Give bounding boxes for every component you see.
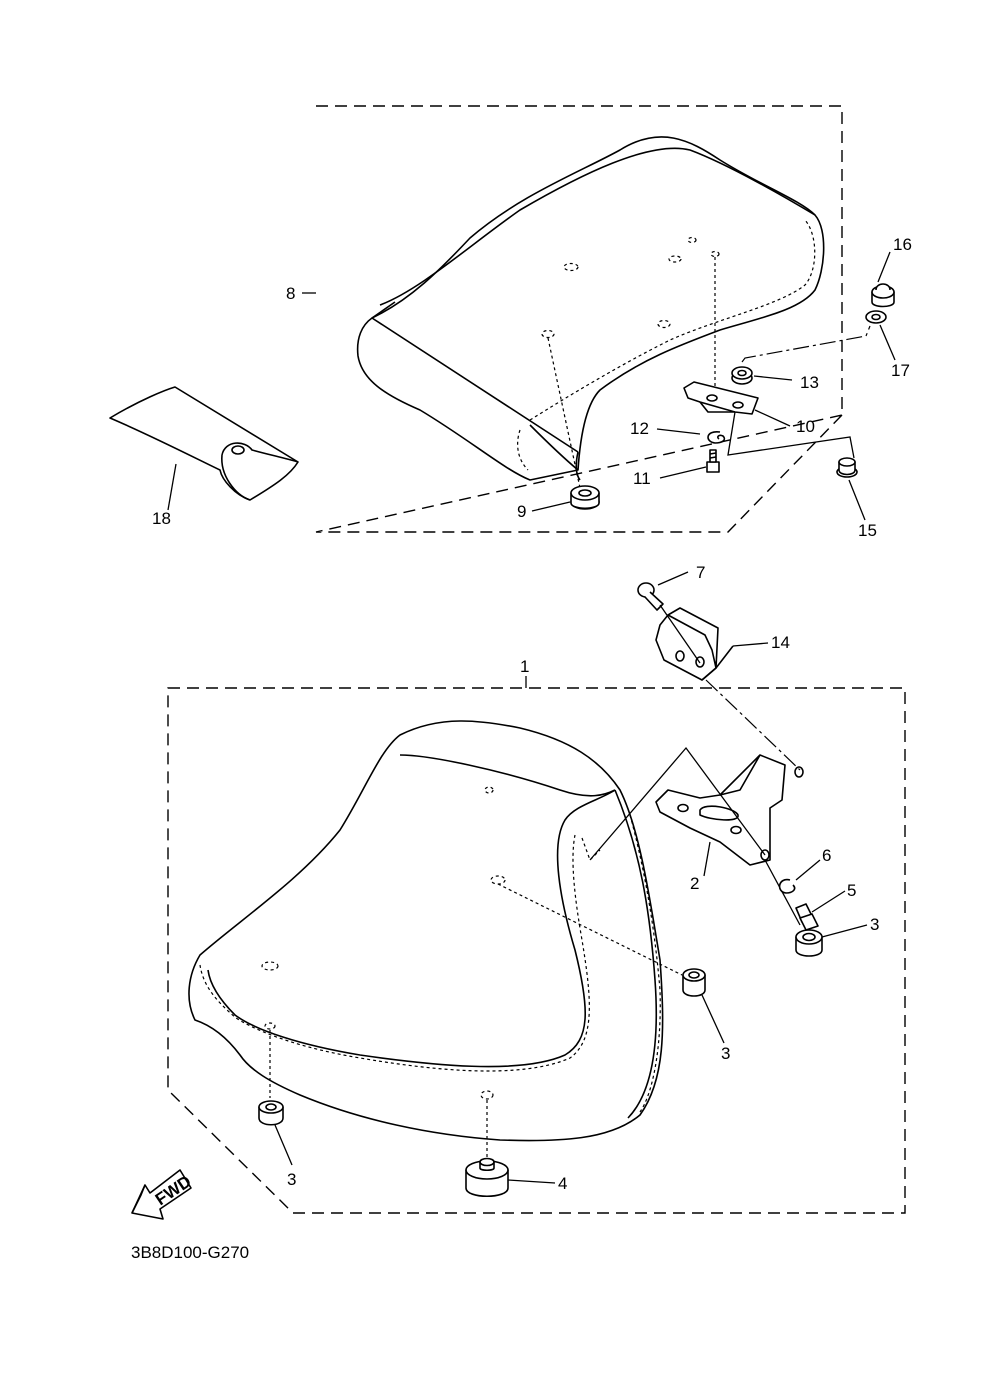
front-seat-damper-left — [258, 1100, 284, 1126]
seat-cover — [109, 386, 299, 501]
rear-seat-bracket — [683, 381, 759, 415]
rear-seat-clip — [707, 431, 726, 444]
callout-10: 10 — [796, 417, 815, 436]
front-seat-bracket — [655, 754, 804, 866]
callout-3-left: 3 — [287, 1170, 296, 1189]
front-seat-damper-bracket — [795, 929, 823, 957]
callout-17: 17 — [891, 361, 910, 380]
rear-seat-bolt — [706, 449, 720, 473]
leader-lines — [167, 251, 896, 1184]
callout-1: 1 — [520, 657, 529, 676]
front-seat-cushion — [188, 720, 683, 1160]
front-seat-damper-large — [465, 1157, 509, 1198]
bracket-14 — [655, 607, 734, 681]
callout-9: 9 — [517, 502, 526, 521]
diagram-code: 3B8D100-G270 — [131, 1243, 249, 1262]
callout-3-right: 3 — [721, 1044, 730, 1063]
bracket-center-line — [589, 746, 766, 861]
callout-2: 2 — [690, 874, 699, 893]
rear-seat-group — [315, 105, 845, 533]
callout-4: 4 — [558, 1174, 567, 1193]
front-seat-bolt — [795, 903, 819, 931]
rear-seat-cushion — [356, 136, 825, 489]
callout-6: 6 — [822, 846, 831, 865]
callout-3-bracket: 3 — [870, 915, 879, 934]
rear-seat-group-box — [315, 105, 845, 533]
callout-5: 5 — [847, 881, 856, 900]
callout-16: 16 — [893, 235, 912, 254]
screw-7-line — [659, 604, 701, 664]
rear-seat-damper — [570, 485, 600, 510]
callout-11: 11 — [633, 469, 651, 488]
front-seat-group — [167, 679, 906, 1214]
nut-16 — [871, 283, 895, 308]
center-line-rear-lower — [727, 411, 855, 459]
callout-12: 12 — [630, 419, 649, 438]
front-seat-group-box — [167, 687, 906, 1214]
callout-14: 14 — [771, 633, 790, 652]
screw-7 — [637, 582, 664, 611]
washer-17 — [865, 310, 887, 324]
callout-labels: 16 17 13 10 12 11 9 15 8 18 7 14 1 6 5 3… — [152, 235, 912, 1193]
callout-13: 13 — [800, 373, 819, 392]
front-seat-clip — [778, 878, 796, 894]
front-seat-damper-right — [682, 968, 706, 997]
callout-18: 18 — [152, 509, 171, 528]
nut-15 — [836, 457, 858, 478]
bracket-mount-line — [705, 679, 801, 771]
center-line-rear-upper — [741, 325, 871, 363]
rear-seat-grommet — [731, 366, 753, 385]
forward-direction-icon: FWD — [131, 1169, 195, 1220]
callout-15: 15 — [858, 521, 877, 540]
callout-8: 8 — [286, 284, 295, 303]
callout-7: 7 — [696, 563, 705, 582]
